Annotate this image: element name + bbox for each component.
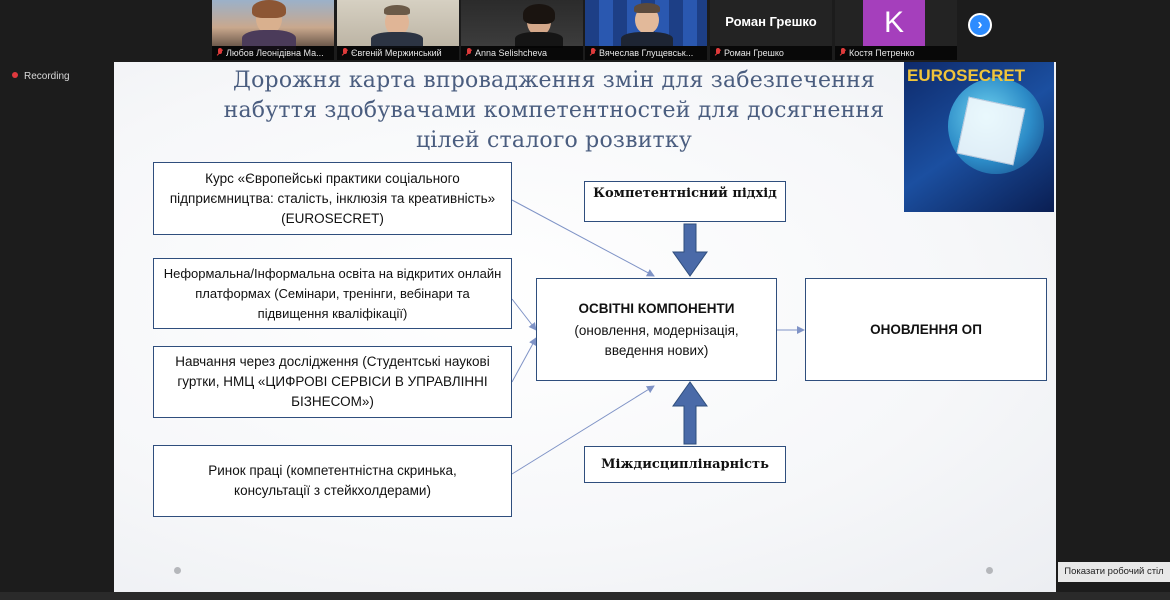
participant-name: Вячеслав Глущевськ...	[585, 46, 707, 60]
slide-title-line: Дорожня карта впровадження змін для забе…	[233, 68, 875, 93]
participant-name: Костя Петренко	[835, 46, 957, 60]
participant-display-name: Роман Грешко	[725, 14, 817, 29]
slide-title: Дорожня карта впровадження змін для забе…	[174, 66, 934, 156]
participant-avatar: K	[863, 0, 925, 46]
muted-mic-icon	[216, 48, 223, 57]
participant-name: Anna Selishcheva	[461, 46, 583, 60]
course-box-text: Курс «Європейські практики соціального п…	[169, 170, 496, 226]
interdisciplinarity-box: Міждисциплінарність	[584, 446, 786, 483]
muted-mic-icon	[341, 48, 348, 57]
labor-market-box: Ринок праці (компетентністна скринька, к…	[153, 445, 512, 517]
participant-tile[interactable]: K Костя Петренко	[835, 0, 957, 60]
participant-video	[337, 0, 459, 48]
connector-arrow	[511, 337, 537, 383]
participant-tile[interactable]: Євгеній Мержинський	[337, 0, 459, 60]
participant-tile[interactable]: Вячеслав Глущевськ...	[585, 0, 707, 60]
research-learning-box: Навчання через дослідження (Студентські …	[153, 346, 512, 418]
informal-education-box: Неформальна/Інформальна освіта на відкри…	[153, 258, 512, 329]
slide-title-line: цілей сталого розвитку	[415, 128, 693, 153]
connector-arrow	[511, 385, 655, 475]
connector-arrow	[511, 199, 655, 277]
competence-approach-box: Компетентнісний підхід	[584, 181, 786, 222]
show-desktop-button[interactable]: Показати робочий стіл	[1058, 562, 1170, 582]
block-arrow-up	[672, 381, 708, 445]
participant-name: Євгеній Мержинський	[337, 46, 459, 60]
participant-video	[461, 0, 583, 48]
participant-tile[interactable]: Любов Леонідівна Ма...	[212, 0, 334, 60]
chevron-right-icon: ›	[977, 16, 983, 33]
recording-dot-icon	[12, 72, 18, 78]
next-participants-button[interactable]: ›	[968, 13, 992, 37]
muted-mic-icon	[589, 48, 596, 57]
competence-approach-box-text: Компетентнісний підхід	[593, 186, 777, 201]
shared-slide: Дорожня карта впровадження змін для забе…	[114, 62, 1056, 592]
eurosecret-logo: EUROSECRET	[904, 62, 1054, 212]
course-box: Курс «Європейські практики соціального п…	[153, 162, 512, 235]
labor-market-box-text: Ринок праці (компетентністна скринька, к…	[208, 463, 457, 498]
recording-indicator[interactable]: Recording	[12, 71, 70, 83]
muted-mic-icon	[714, 48, 721, 57]
participant-video	[212, 0, 334, 50]
muted-mic-icon	[465, 48, 472, 57]
interdisciplinarity-box-text: Міждисциплінарність	[601, 456, 769, 472]
participant-video	[585, 0, 707, 48]
education-components-box: ОСВІТНІ КОМПОНЕНТИ (оновлення, модерніза…	[536, 278, 777, 381]
slide-title-line: набуття здобувачами компетентностей для …	[223, 98, 885, 123]
participant-tile[interactable]: Роман Грешко Роман Грешко	[710, 0, 832, 60]
education-components-title: ОСВІТНІ КОМПОНЕНТИ	[578, 300, 735, 316]
participant-strip: Любов Леонідівна Ма... Євгеній Мержинськ…	[0, 0, 1170, 62]
program-update-box: ОНОВЛЕННЯ ОП	[805, 278, 1047, 381]
taskbar	[0, 592, 1170, 600]
slide-corner-dot	[986, 567, 993, 574]
education-components-subtitle: (оновлення, модернізація, введення нових…	[574, 322, 739, 358]
muted-mic-icon	[839, 48, 846, 57]
participant-name: Любов Леонідівна Ма...	[212, 46, 334, 60]
research-learning-box-text: Навчання через дослідження (Студентські …	[175, 354, 490, 409]
program-update-box-text: ОНОВЛЕННЯ ОП	[870, 321, 982, 337]
diagram-connectors	[511, 199, 805, 475]
connector-arrow	[511, 298, 537, 331]
block-arrow-down	[672, 223, 708, 277]
slide-corner-dot	[174, 567, 181, 574]
informal-education-box-text: Неформальна/Інформальна освіта на відкри…	[163, 265, 502, 321]
participant-tile[interactable]: Anna Selishcheva	[461, 0, 583, 60]
participant-name: Роман Грешко	[710, 46, 832, 60]
